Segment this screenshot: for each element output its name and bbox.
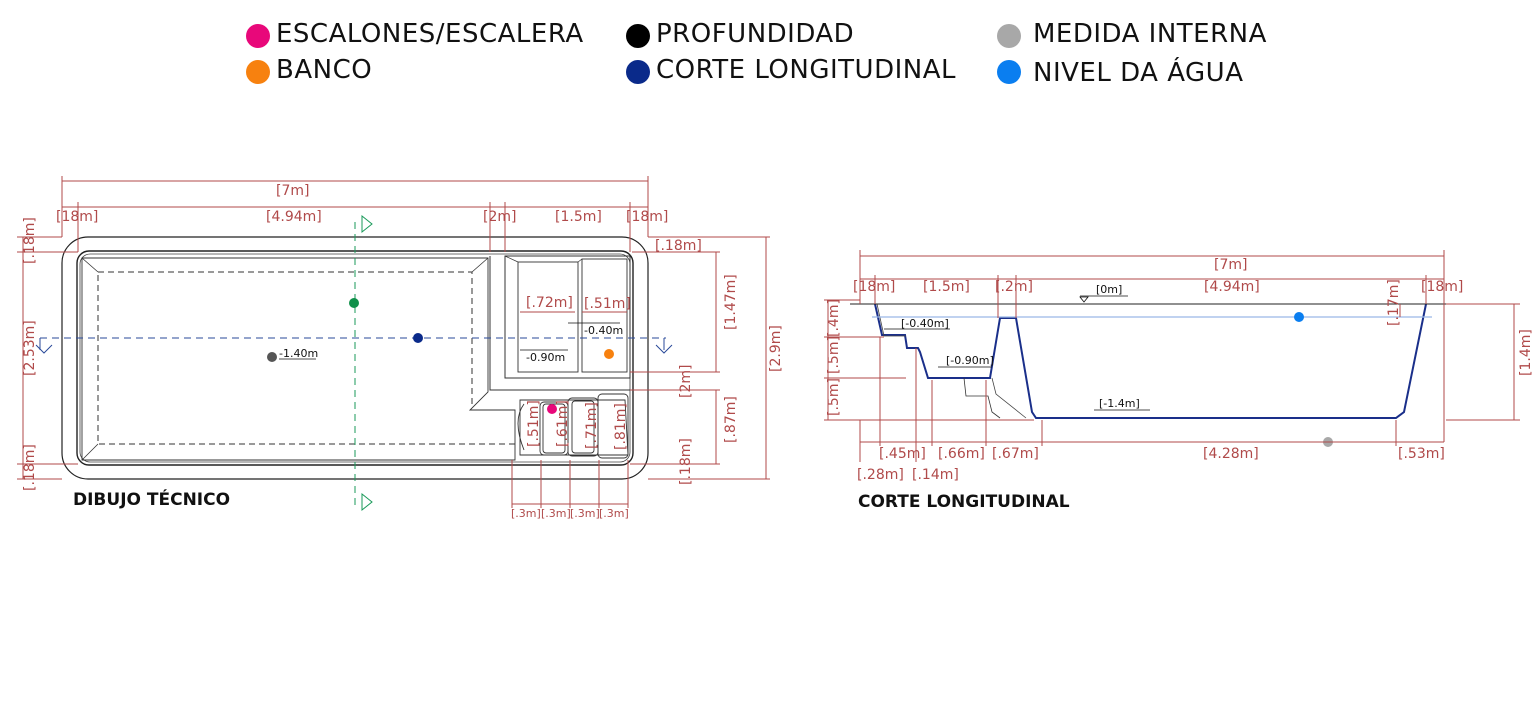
section-dim-bot-67: [.67m] xyxy=(992,446,1039,462)
plan-dim-right-bot18: [.18m] xyxy=(678,438,694,485)
section-dim-bot-45: [.45m] xyxy=(879,446,926,462)
plan-dim-seg-e: [18m] xyxy=(626,209,668,225)
section-dim-left-4: [.4m] xyxy=(826,299,842,337)
legend-dot-nivel xyxy=(997,60,1021,84)
section-dim-top-15: [1.5m] xyxy=(923,279,970,295)
plan-dim-seg-d: [1.5m] xyxy=(555,209,602,225)
plan-dim-tread-1: [.3m] xyxy=(511,507,541,520)
plan-dim-left-mid: [2.53m] xyxy=(22,320,38,376)
corte-marker-dot xyxy=(413,333,423,343)
legend-dot-corte xyxy=(626,60,650,84)
section-profile xyxy=(874,303,1427,419)
section-dim-right-17: [.17m] xyxy=(1386,279,1402,326)
legend-label-banco: BANCO xyxy=(276,55,373,85)
section-dim-total-length: [7m] xyxy=(1214,257,1247,273)
plan-dim-step-61: [.61m] xyxy=(555,400,571,447)
plan-dim-left-top: [.18m] xyxy=(22,217,38,264)
banco-marker-dot xyxy=(604,349,614,359)
section-dim-bot-53: [.53m] xyxy=(1398,446,1445,462)
plan-dim-tread-2: [.3m] xyxy=(541,507,571,520)
plan-view: -1.40m -0.40m -0.90m xyxy=(17,176,784,520)
plan-level-bench-lower: -0.90m xyxy=(526,351,565,364)
plan-dim-step-51: [.51m] xyxy=(526,400,542,447)
plan-steps xyxy=(517,393,629,459)
plan-dim-seg-b: [4.94m] xyxy=(266,209,322,225)
section-level-bench-lower: [-0.90m] xyxy=(946,354,994,367)
plan-level-deep: -1.40m xyxy=(279,347,318,360)
plan-dim-total-width: [2.9m] xyxy=(768,325,784,372)
plan-dim-step-81: [.81m] xyxy=(613,403,629,450)
plan-dim-right-2m: [2m] xyxy=(678,365,694,398)
plan-dim-step-71: [.71m] xyxy=(584,402,600,449)
section-view: [0m] [-0.40m] [-0.90m] [-1.4m] xyxy=(824,250,1534,512)
plan-dim-total-length: [7m] xyxy=(276,183,309,199)
deep-area-outline xyxy=(97,271,515,445)
section-level-deep: [-1.4m] xyxy=(1099,397,1140,410)
plan-dim-left-bot: [.18m] xyxy=(22,444,38,491)
plan-dim-tread-4: [.3m] xyxy=(599,507,629,520)
transversal-marker-dot xyxy=(349,298,359,308)
plan-dim-bench-72: [.72m] xyxy=(526,295,573,311)
plan-dim-right-147: [1.47m] xyxy=(723,274,739,330)
section-dim-bot-28: [.28m] xyxy=(857,467,904,483)
plan-dimension-lines xyxy=(17,176,770,508)
section-level-top: [0m] xyxy=(1096,283,1122,296)
section-dim-right-14: [1.4m] xyxy=(1518,329,1534,376)
legend-label-medida: MEDIDA INTERNA xyxy=(1033,19,1267,49)
plan-dim-right-87: [.87m] xyxy=(723,396,739,443)
plan-level-bench-upper: -0.40m xyxy=(584,324,623,337)
legend-label-escalones: ESCALONES/ESCALERA xyxy=(276,19,584,49)
section-level-bench-upper: [-0.40m] xyxy=(901,317,949,330)
water-level-dot xyxy=(1294,312,1304,322)
section-dimension-lines xyxy=(824,250,1520,462)
escalones-marker-dot xyxy=(547,404,557,414)
section-dim-bot-428: [4.28m] xyxy=(1203,446,1259,462)
legend-label-profundidad: PROFUNDIDAD xyxy=(656,19,855,49)
plan-caption: DIBUJO TÉCNICO xyxy=(73,488,230,510)
section-caption: CORTE LONGITUDINAL xyxy=(858,492,1070,512)
plan-dim-bench-51: [.51m] xyxy=(584,296,631,312)
legend-dot-profundidad xyxy=(626,24,650,48)
section-dim-bot-14: [.14m] xyxy=(912,467,959,483)
section-dim-top-18b: [18m] xyxy=(1421,279,1463,295)
legend-dot-escalones xyxy=(246,24,270,48)
plan-dim-seg-a: [18m] xyxy=(56,209,98,225)
section-dim-top-494: [4.94m] xyxy=(1204,279,1260,295)
legend-dot-banco xyxy=(246,60,270,84)
section-dim-top-18a: [18m] xyxy=(853,279,895,295)
section-dim-top-2: [.2m] xyxy=(995,279,1033,295)
legend-dot-medida xyxy=(997,24,1021,48)
section-dim-left-5a: [.5m] xyxy=(826,336,842,374)
legend-label-nivel: NIVEL DA ÁGUA xyxy=(1033,58,1244,88)
section-dim-left-5b: [.5m] xyxy=(826,378,842,416)
legend-label-corte: CORTE LONGITUDINAL xyxy=(656,55,956,85)
depth-marker-dot xyxy=(267,352,277,362)
plan-dim-seg-c: [2m] xyxy=(483,209,516,225)
plan-dim-tread-3: [.3m] xyxy=(570,507,600,520)
bench-zone xyxy=(504,255,631,379)
section-dim-bot-66: [.66m] xyxy=(938,446,985,462)
plan-dim-right-top: [.18m] xyxy=(655,238,702,254)
